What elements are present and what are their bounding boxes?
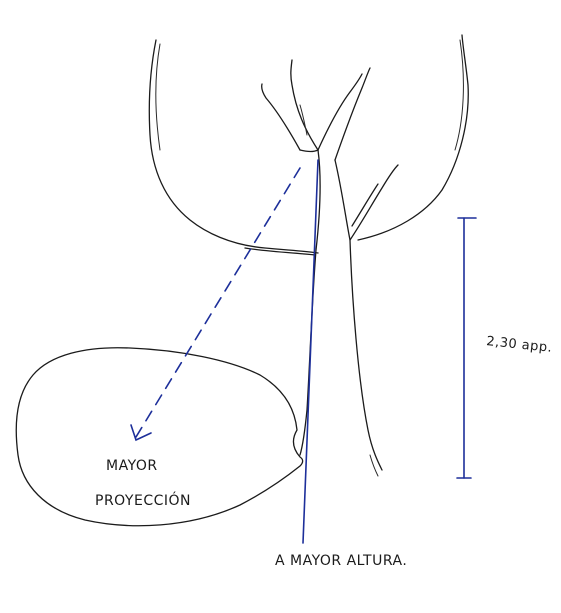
tree-trunk <box>262 60 398 476</box>
height-dimension-marker <box>457 218 476 478</box>
height-value-label: 2,30 app. <box>486 334 553 356</box>
projection-arrow <box>131 168 300 440</box>
height-note-label: A MAYOR ALTURA. <box>275 553 407 569</box>
projection-label-line2: PROYECCIÓN <box>95 491 191 509</box>
projection-label-line1: MAYOR <box>106 458 158 474</box>
height-reference-line <box>303 160 318 543</box>
tree-canopy <box>149 35 468 255</box>
